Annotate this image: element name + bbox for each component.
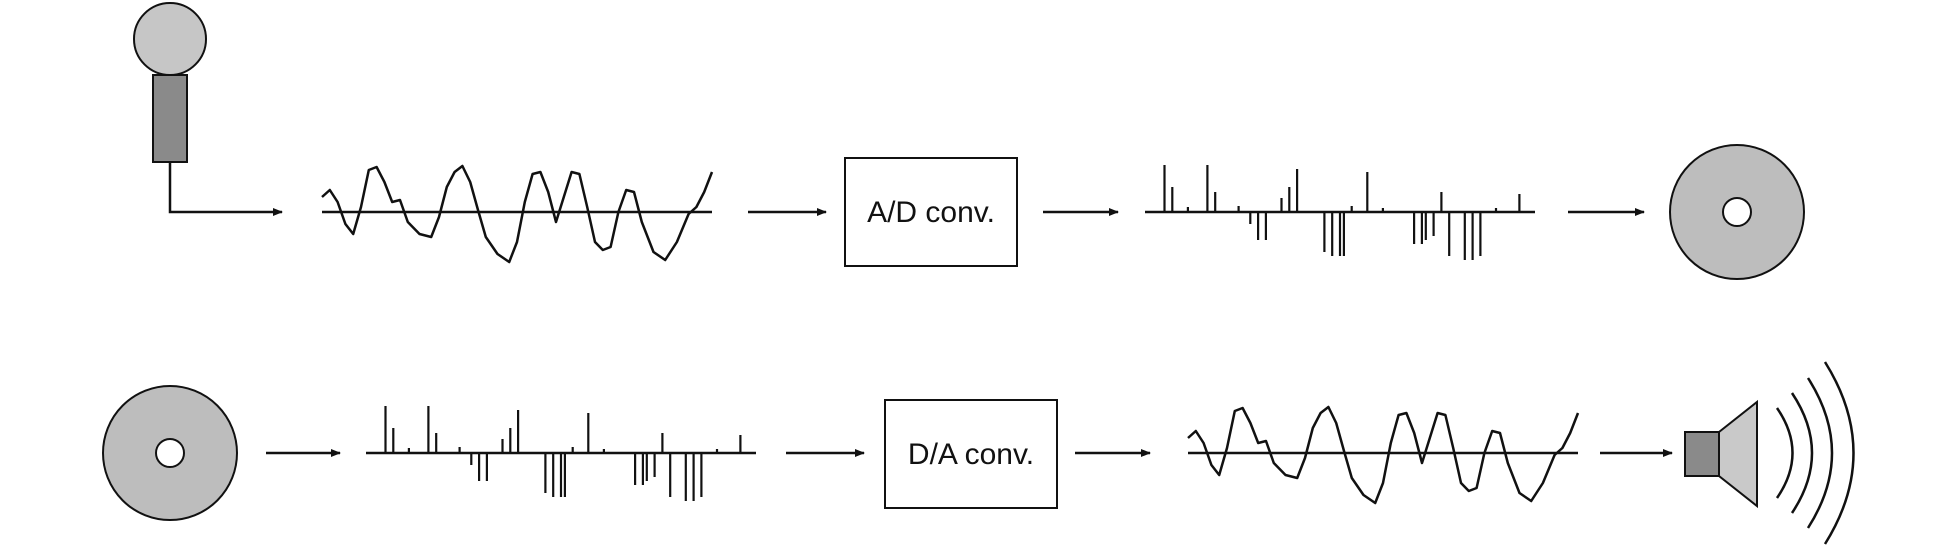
sampled-signal (1145, 165, 1535, 260)
analog-waveform (1187, 405, 1580, 505)
sound-wave-arc (1790, 392, 1814, 514)
analog-waveform (321, 164, 714, 264)
microphone-cable-arrow (168, 162, 283, 216)
speaker-icon (1684, 361, 1855, 545)
adc-label: A/D conv. (867, 196, 995, 229)
disc-icon (1669, 144, 1805, 280)
dac-label: D/A conv. (908, 438, 1034, 471)
microphone-icon (133, 2, 207, 163)
disc-icon (102, 385, 238, 521)
sound-wave-arc (1806, 377, 1834, 529)
sound-wave-arc (1823, 361, 1855, 545)
sampled-signal (366, 406, 756, 501)
sound-wave-arc (1775, 407, 1794, 499)
adc-box: A/D conv. (844, 157, 1018, 267)
dac-box: D/A conv. (884, 399, 1058, 509)
